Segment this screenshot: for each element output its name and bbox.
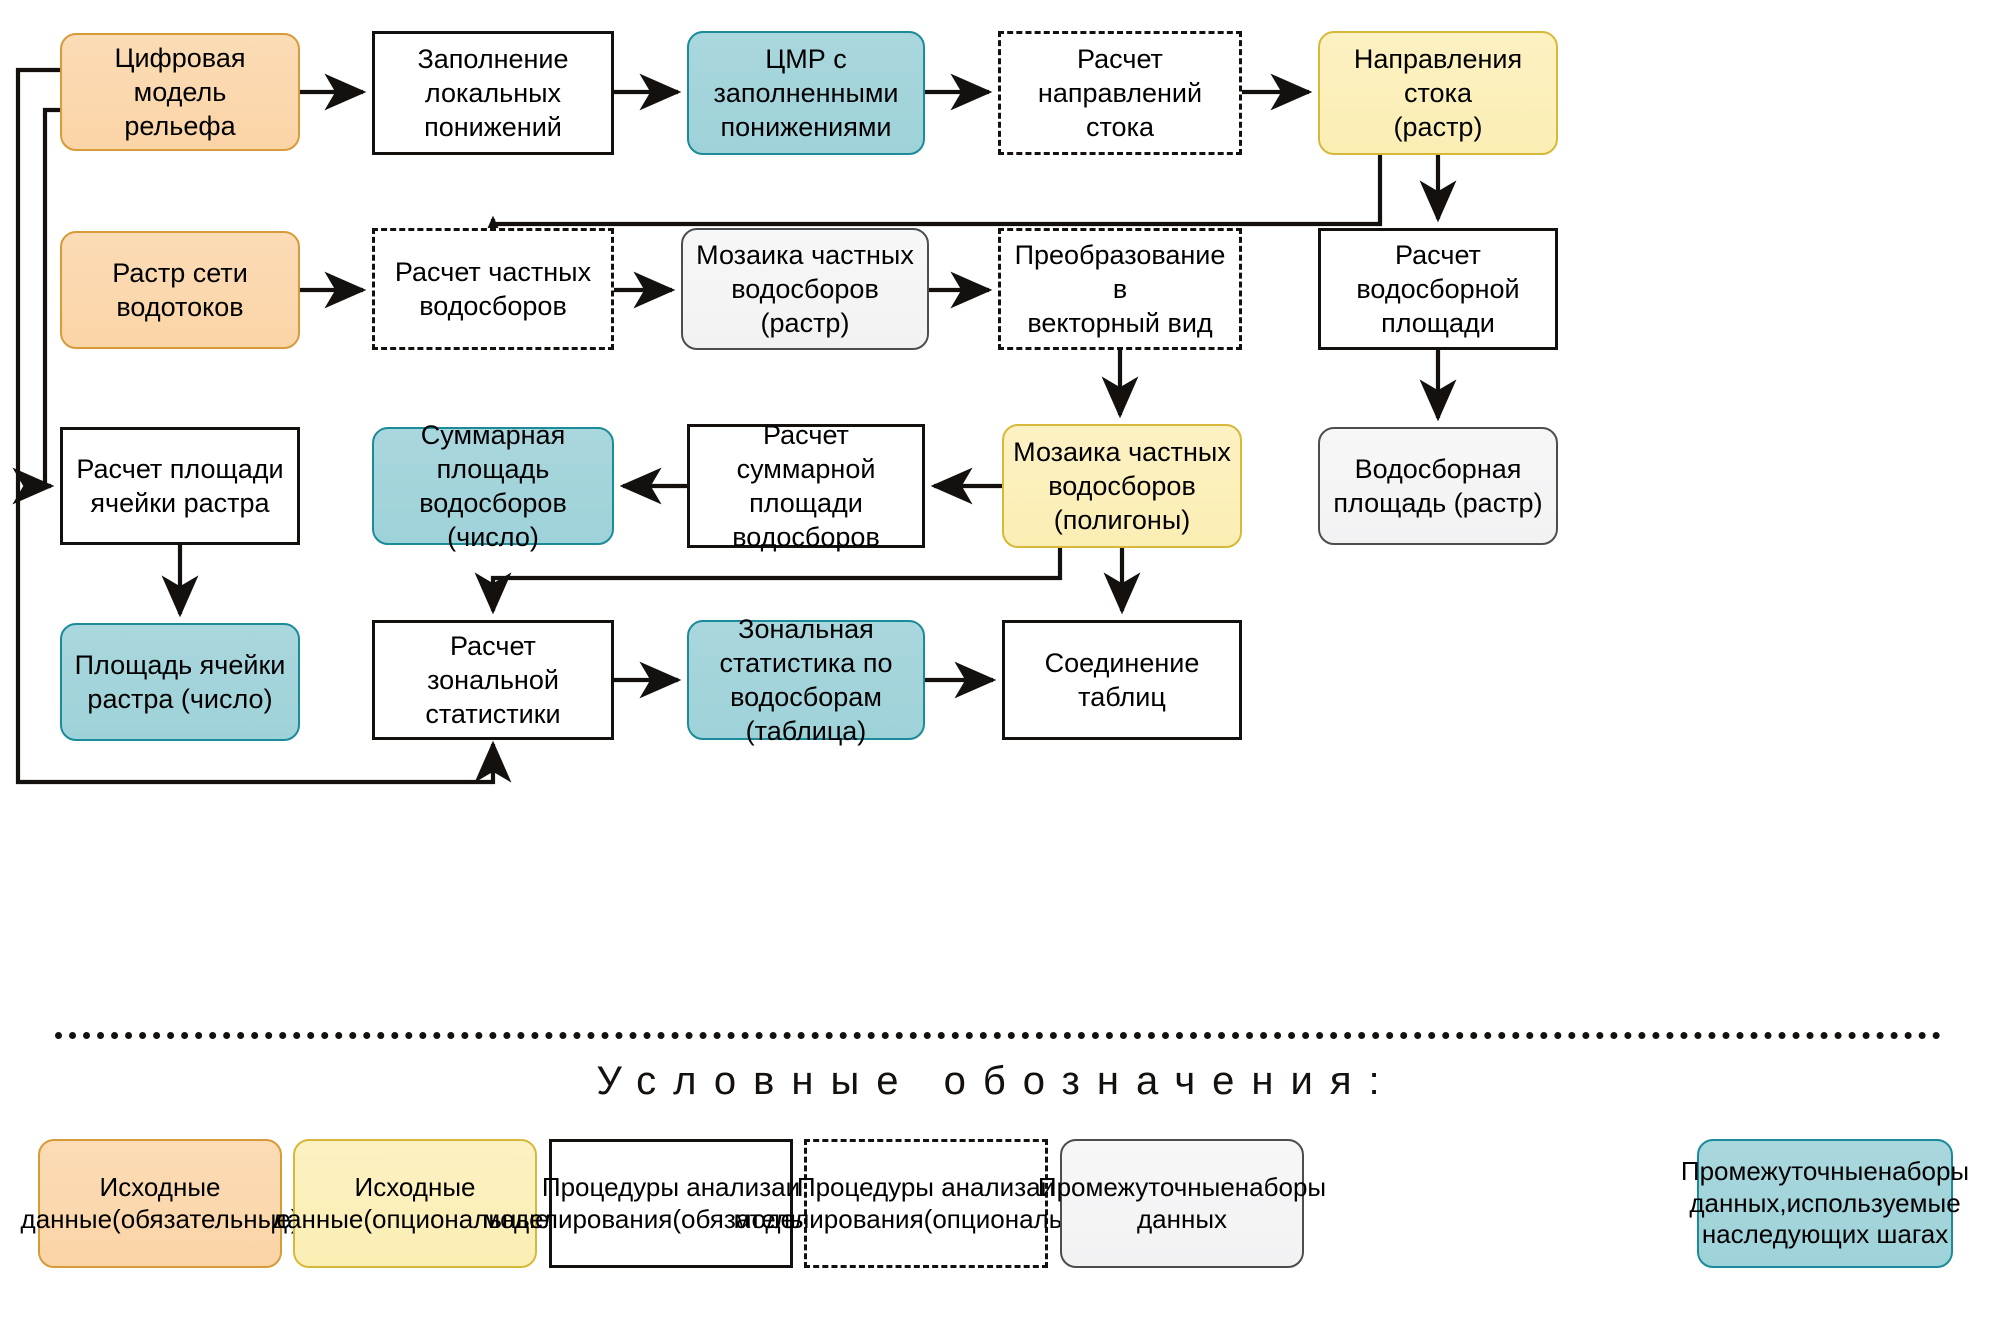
legend-item-intermediate-next: Промежуточныенаборы данных,используемые … <box>1681 1139 1969 1268</box>
edge-flowdir-to-calcsubcatch <box>474 155 1383 258</box>
edge-mosaicpoly-to-calczonal <box>474 548 1063 615</box>
edge-dem-to-calccellarea <box>12 107 60 505</box>
legend-item-procedure-optional: Процедуры анализаи моделирования(опциона… <box>734 1139 1118 1268</box>
legend-item-intermediate: Промежуточныенаборы данных <box>1038 1139 1326 1268</box>
legend-item-source-required: Исходные данные(обязательные) <box>21 1139 299 1268</box>
legend-item-source-optional: Исходные данные(опциональные) <box>272 1139 558 1268</box>
legend-divider <box>55 1032 1941 1039</box>
node-join-tables[interactable]: Соединение таблиц <box>1002 620 1242 740</box>
node-flow-dir[interactable]: Направления стока(растр) <box>1318 31 1558 155</box>
legend-title: Условные обозначения: <box>596 1059 1397 1103</box>
legend-item-procedure-required: Процедуры анализаи моделирования(обязате… <box>482 1139 860 1268</box>
